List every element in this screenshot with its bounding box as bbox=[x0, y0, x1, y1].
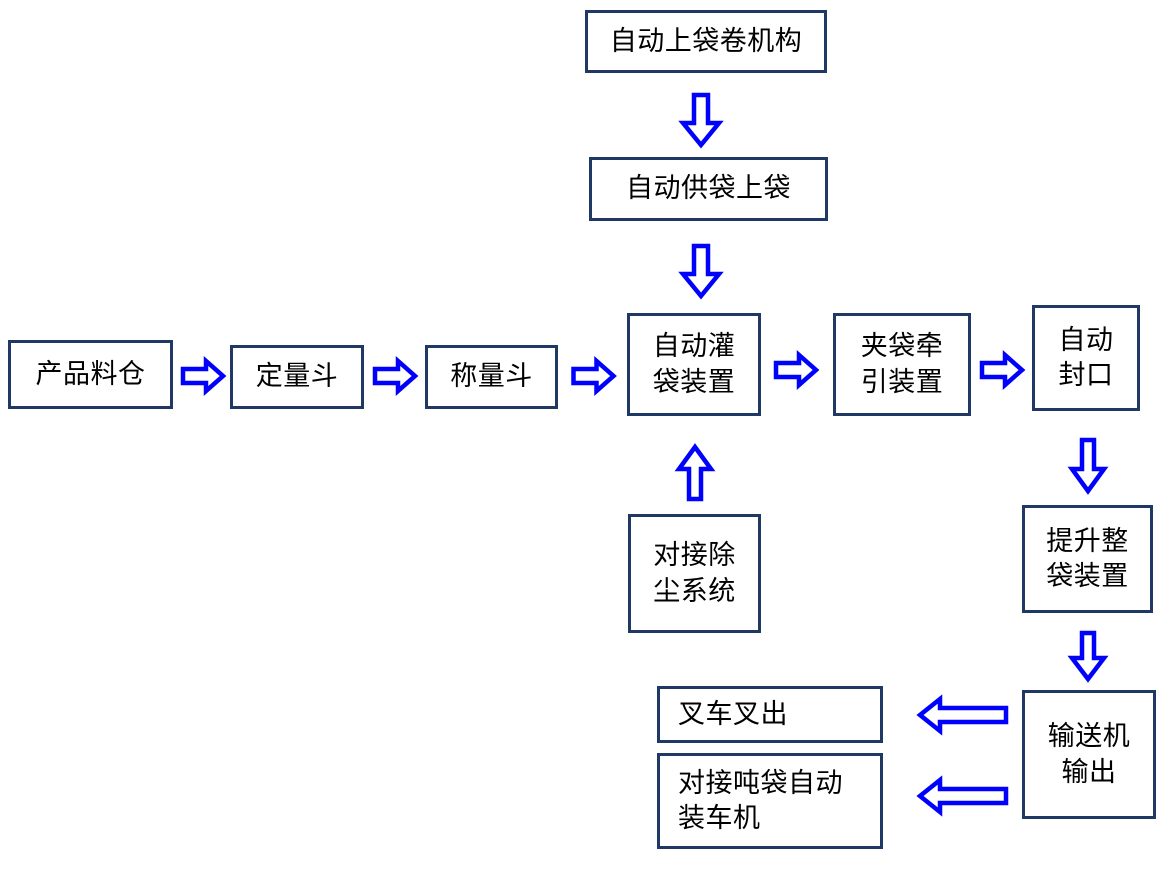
arrow-down-lift-to-conveyor bbox=[1067, 630, 1109, 683]
arrow-down-sealing-to-lift bbox=[1067, 437, 1109, 495]
arrow-up-dust-to-filling bbox=[674, 443, 716, 503]
arrow-right-filling-to-clamp bbox=[772, 350, 820, 390]
node-dosing-hopper[interactable]: 定量斗 bbox=[230, 345, 364, 409]
node-lift-flatten[interactable]: 提升整 袋装置 bbox=[1022, 505, 1153, 613]
node-conveyor-output[interactable]: 输送机 输出 bbox=[1022, 690, 1156, 819]
node-bag-clamp-pull[interactable]: 夹袋牵 引装置 bbox=[833, 313, 971, 416]
arrow-left-conveyor-to-forklift bbox=[916, 694, 1009, 736]
arrow-right-dosing-to-weighing bbox=[372, 356, 419, 396]
arrow-right-silo-to-dosing bbox=[180, 356, 227, 396]
node-auto-bag-feed[interactable]: 自动供袋上袋 bbox=[589, 157, 828, 221]
arrow-right-weighing-to-filling bbox=[570, 356, 617, 396]
node-ton-bag-loader[interactable]: 对接吨袋自动 装车机 bbox=[657, 753, 883, 849]
node-auto-sealing[interactable]: 自动 封口 bbox=[1032, 305, 1140, 411]
arrow-left-conveyor-to-tonbag bbox=[916, 775, 1009, 817]
node-product-silo[interactable]: 产品料仓 bbox=[8, 340, 173, 409]
arrow-down-bagroll-to-bagfeed bbox=[678, 92, 724, 149]
node-weighing-hopper[interactable]: 称量斗 bbox=[425, 345, 558, 409]
node-forklift-out[interactable]: 叉车叉出 bbox=[657, 686, 883, 743]
node-auto-bag-roll[interactable]: 自动上袋卷机构 bbox=[585, 10, 827, 73]
node-auto-filling[interactable]: 自动灌 袋装置 bbox=[627, 313, 761, 416]
arrow-right-clamp-to-sealing bbox=[978, 350, 1026, 390]
arrow-down-bagfeed-to-filling bbox=[678, 243, 724, 300]
node-dust-system[interactable]: 对接除 尘系统 bbox=[628, 514, 761, 633]
